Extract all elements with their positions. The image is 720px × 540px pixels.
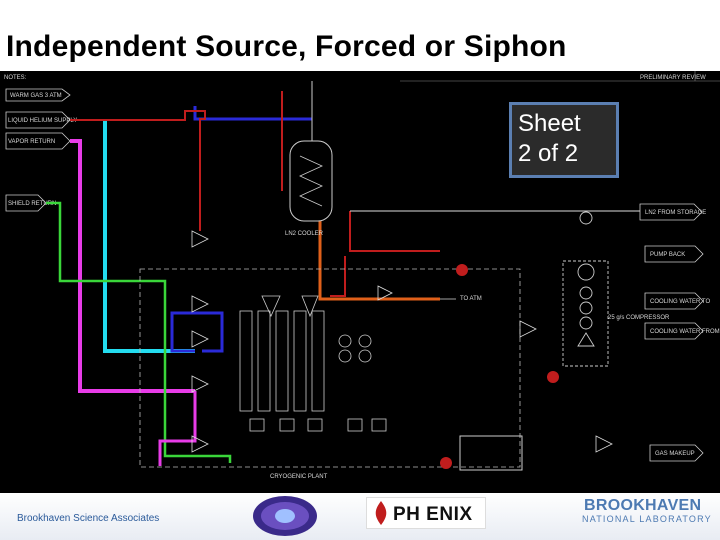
warm-gas-loop [170,311,224,353]
ln2-cooler-vessel: LN2 COOLER [285,140,333,237]
bnl-sub: NATIONAL LABORATORY [582,514,712,524]
gas-makeup-label: GAS MAKEUP [655,451,695,457]
vapor-return-branch [158,391,197,466]
right-tag-ln2: LN2 FROM STORAGE [639,203,706,221]
piping-diagram-canvas: NOTES: PRELIMINARY REVIEW WARM GAS 3 ATM… [4,71,720,480]
plant-label: CRYOGENIC PLANT [270,474,328,480]
bnl-logo: BROOKHAVEN NATIONAL LABORATORY [578,497,713,524]
storage-tank [459,435,523,471]
inlet-vapor-label: VAPOR RETURN [8,139,55,145]
cold-box-outline [139,268,521,468]
right-tag-pump-back: PUMP BACK [644,245,704,263]
compressor-unit [562,211,609,367]
inlet-warm-gas-label: WARM GAS 3 ATM [10,93,62,99]
slide-title: Independent Source, Forced or Siphon [6,30,567,63]
cyan-return-line [103,121,195,353]
valve-group-left [191,230,613,453]
inlet-tag-helium-supply: LIQUID HELIUM SUPPLY [5,111,77,129]
slide-footer: Brookhaven Science Associates [0,493,720,540]
to-atm-label: TO ATM [460,296,482,302]
helium-supply-line [70,110,206,231]
shield-return-line [46,201,232,463]
header-label: PRELIMINARY REVIEW [640,75,706,81]
notes-label: NOTES: [4,75,27,81]
right-tag-gas-makeup: GAS MAKEUP [649,444,704,462]
pump-back-line [330,256,346,297]
water-to-label: COOLING WATER TO [650,299,710,305]
orange-vent-line [318,221,440,301]
inlet-shield-label: SHIELD RETURN [8,201,56,207]
to-atm-tag: TO ATM [440,296,482,302]
phenix-flame-icon [375,501,387,525]
water-from-label: COOLING WATER FROM [650,329,720,335]
turbine-valves [249,418,387,432]
nuclear-physics-logo [253,496,317,536]
cooler-label: LN2 COOLER [285,231,324,237]
cooler-return-line [349,211,440,252]
bnl-name: BROOKHAVEN [584,497,702,514]
org-text: Brookhaven Science Associates [17,513,160,524]
right-tag-water-from: COOLING WATER FROM [644,322,720,340]
sheet-callout: Sheet 2 of 2 [509,102,619,178]
warm-gas-line [193,106,312,121]
inlet-tag-warm-gas: WARM GAS 3 ATM [5,88,71,102]
inlet-helium-label: LIQUID HELIUM SUPPLY [8,118,77,124]
phenix-text: PH ENIX [393,504,473,525]
right-tag-water-to: COOLING WATER TO [644,292,710,310]
inlet-tag-shield-return: SHIELD RETURN [5,194,56,212]
phenix-logo: PH ENIX [366,497,486,529]
inlet-tag-vapor-return: VAPOR RETURN [5,132,71,150]
vapor-return-line [70,139,195,393]
status-lamps [440,264,559,469]
pump-back-label: PUMP BACK [650,252,685,258]
heat-exchanger-bank [239,295,372,412]
ln2-storage-label: LN2 FROM STORAGE [645,210,706,216]
compressor-label: 25 g/s COMPRESSOR [608,315,670,321]
